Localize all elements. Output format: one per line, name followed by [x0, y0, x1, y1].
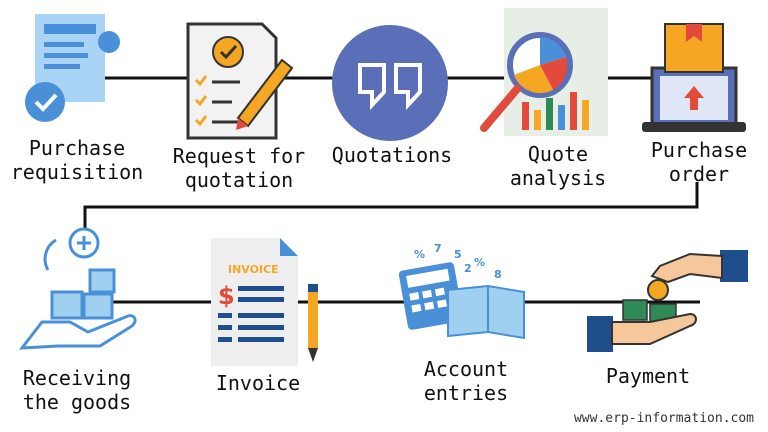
- svg-text:$: $: [218, 282, 235, 310]
- svg-text:8: 8: [494, 268, 502, 281]
- requisition-icon: [25, 14, 120, 122]
- label-quotations: Quotations: [331, 143, 453, 167]
- label-payment: Payment: [605, 364, 691, 388]
- svg-text:%: %: [474, 256, 485, 269]
- watermark-url: www.erp-information.com: [573, 411, 754, 426]
- svg-text:7: 7: [434, 242, 442, 255]
- invoice-header-text: INVOICE: [228, 263, 279, 276]
- label-invoice: Invoice: [215, 371, 301, 395]
- invoice-icon: INVOICE $: [211, 238, 318, 366]
- quotations-icon: [332, 25, 448, 141]
- payment-icon: [587, 250, 748, 352]
- receiving-goods-icon: [18, 227, 137, 350]
- purchase-order-icon: [642, 23, 746, 132]
- quote-analysis-icon: [480, 8, 608, 136]
- svg-text:5: 5: [454, 248, 462, 261]
- request-for-quotation-icon: [186, 22, 294, 140]
- svg-text:2: 2: [464, 262, 472, 275]
- svg-text:%: %: [414, 248, 425, 261]
